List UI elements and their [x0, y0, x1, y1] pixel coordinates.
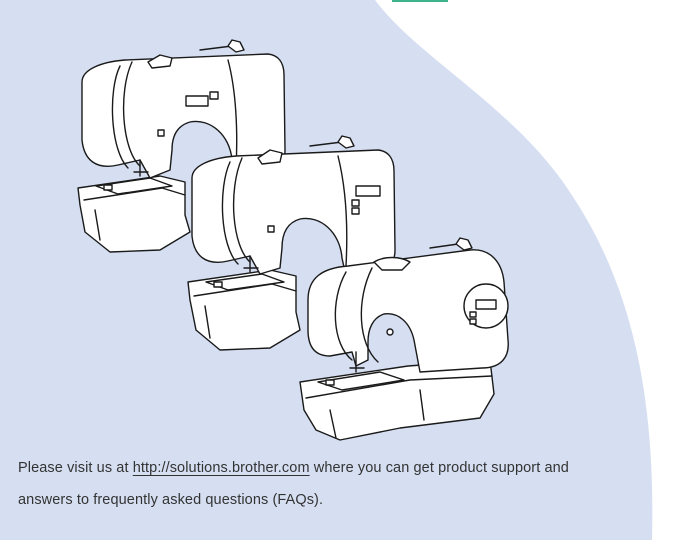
sewing-machine-1: [77, 39, 286, 253]
support-text-suffix: where you can get product support and: [309, 460, 569, 476]
support-link[interactable]: http://solutions.brother.com: [132, 460, 310, 476]
sewing-machine-2: [187, 135, 396, 351]
support-text-line2: answers to frequently asked questions (F…: [18, 492, 324, 508]
support-text-prefix: Please visit us at: [18, 460, 133, 476]
sewing-machine-3: [299, 237, 509, 441]
support-info-text: Please visit us at http://solutions.brot…: [18, 452, 658, 516]
